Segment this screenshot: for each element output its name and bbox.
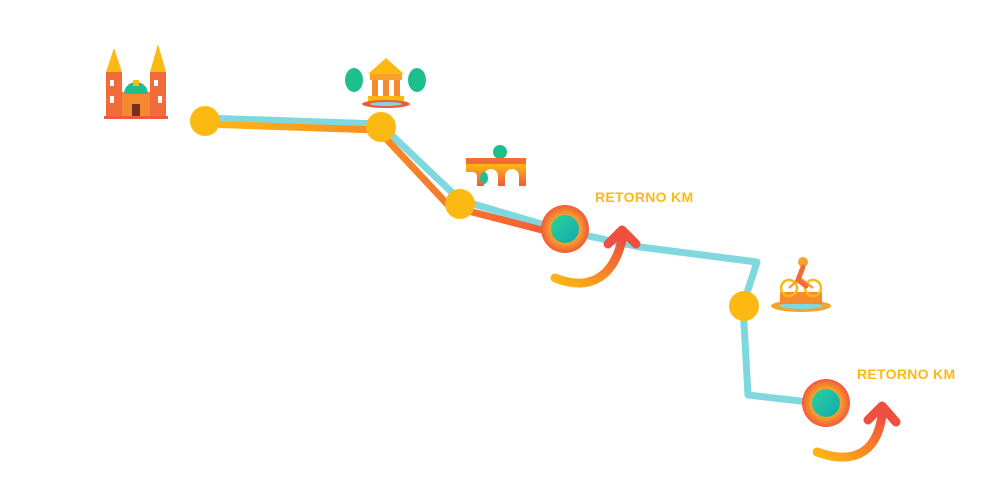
turnaround-label-1: RETORNO KM	[595, 189, 693, 205]
route-return-line	[201, 120, 569, 240]
stop-marker-start[interactable]	[190, 106, 220, 136]
route-outbound-line	[201, 114, 830, 408]
turnaround-marker-2[interactable]	[802, 379, 850, 427]
cathedral-icon	[104, 44, 168, 119]
aqueduct-icon	[466, 145, 526, 186]
stop-marker-fountain[interactable]	[366, 112, 396, 142]
cyclist-monument-icon	[771, 257, 831, 312]
turnaround-label-2: RETORNO KM	[857, 366, 955, 382]
turnaround-marker-1[interactable]	[541, 205, 589, 253]
stop-marker-cyclist[interactable]	[729, 291, 759, 321]
u-turn-arrow-icon	[812, 401, 901, 462]
stop-marker-aqueduct[interactable]	[445, 189, 475, 219]
fountain-icon	[345, 58, 426, 108]
u-turn-arrow-icon	[550, 225, 641, 288]
